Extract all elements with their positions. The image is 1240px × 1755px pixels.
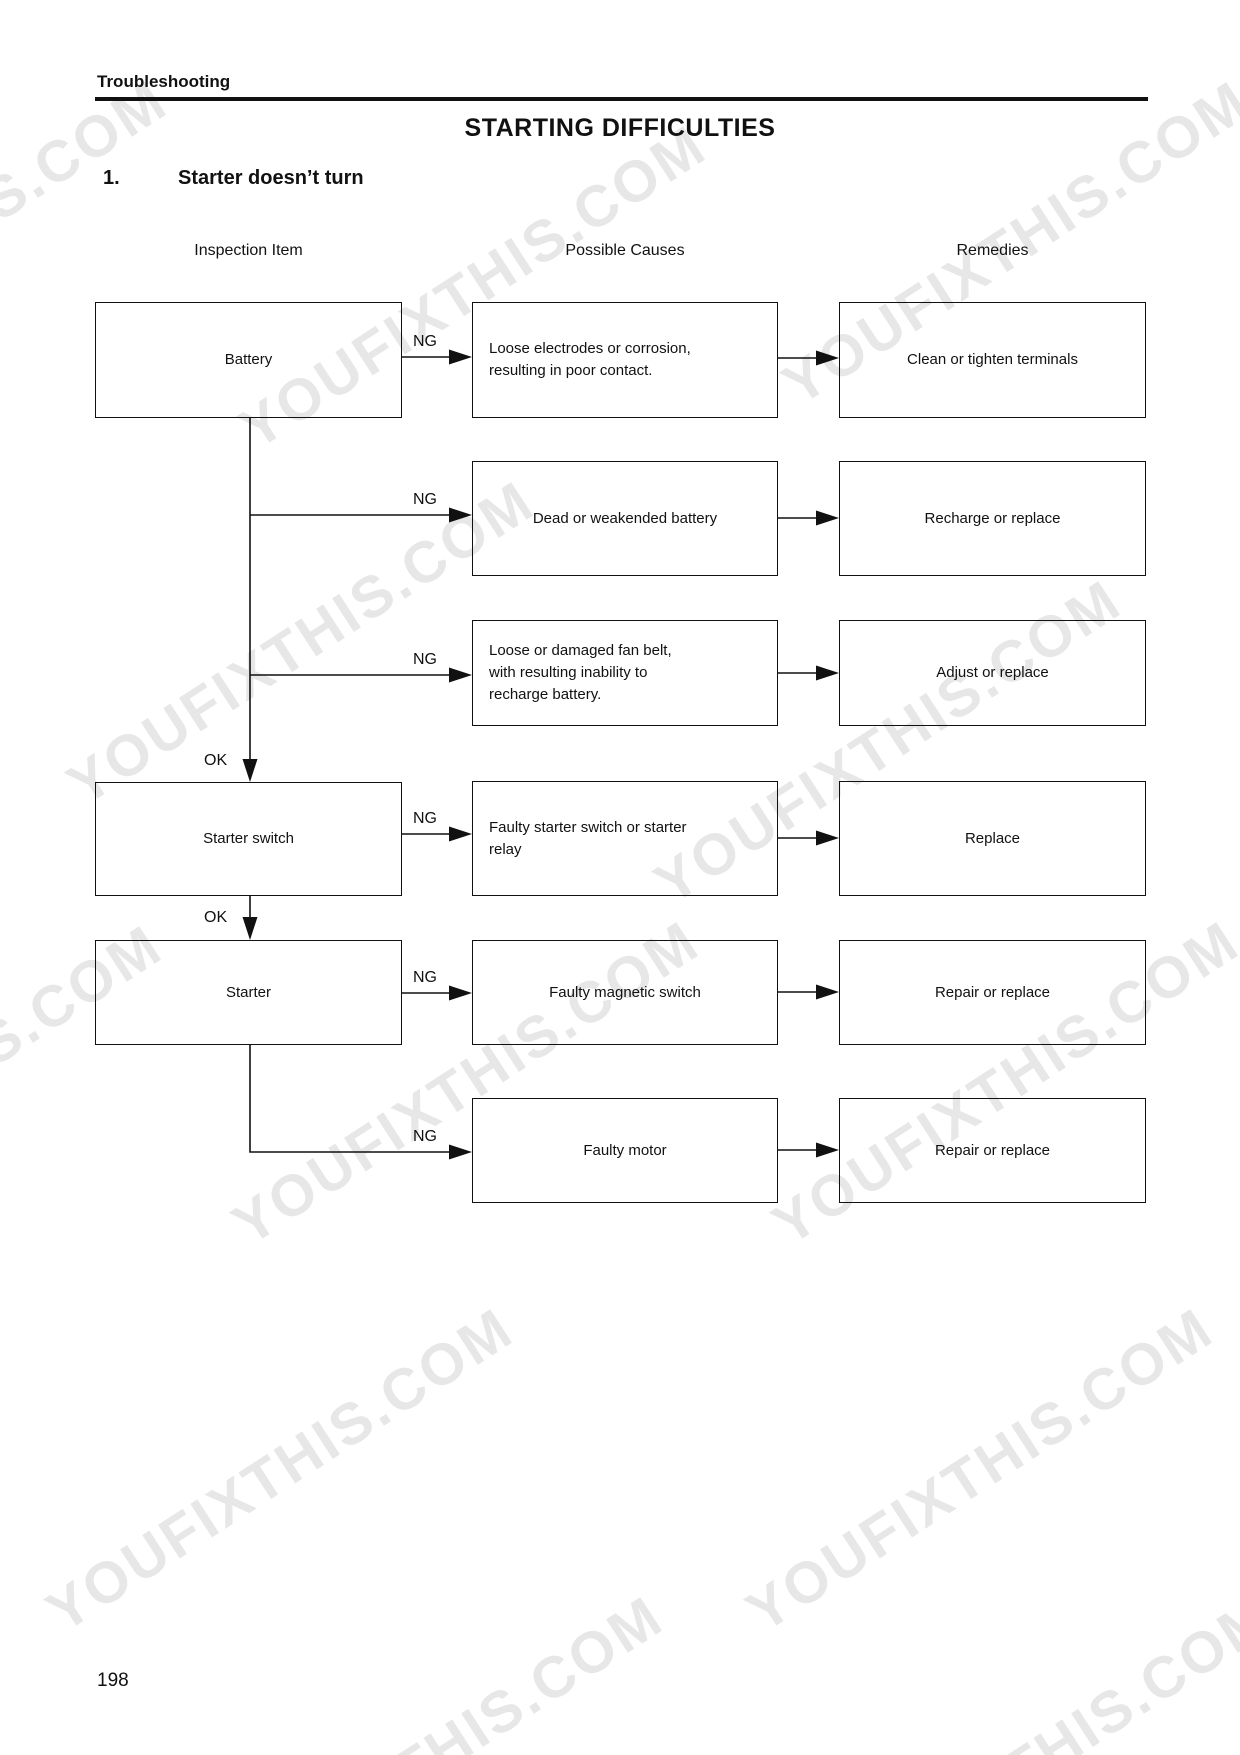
column-header-inspection: Inspection Item [194,242,303,259]
ng-label-3: NG [413,651,437,668]
ng-label-1: NG [413,333,437,350]
header-rule [95,97,1148,101]
flow-box-cause-4: Faulty starter switch or starter relay [472,781,778,896]
flow-box-remedy-2: Recharge or replace [839,461,1146,576]
flow-box-remedy-5: Repair or replace [839,940,1146,1045]
flow-box-cause-3: Loose or damaged fan belt, with resultin… [472,620,778,726]
flow-box-remedy-1: Clean or tighten terminals [839,302,1146,418]
flow-box-cause-1: Loose electrodes or corrosion, resulting… [472,302,778,418]
ng-label-2: NG [413,491,437,508]
ok-label-2: OK [204,909,228,926]
ng-label-4: NG [413,810,437,827]
ng-label-5: NG [413,969,437,986]
ok-label-1: OK [204,752,228,769]
flow-box-remedy-3: Adjust or replace [839,620,1146,726]
flow-box-battery: Battery [95,302,402,418]
flow-box-remedy-4: Replace [839,781,1146,896]
flow-box-remedy-6: Repair or replace [839,1098,1146,1203]
section-heading: Starter doesn’t turn [178,167,364,189]
flow-box-starter: Starter [95,940,402,1045]
flow-box-cause-2: Dead or weakended battery [472,461,778,576]
ng-label-6: NG [413,1128,437,1145]
page-number: 198 [97,1670,129,1691]
column-header-causes: Possible Causes [565,242,685,259]
flow-box-starter-switch: Starter switch [95,782,402,896]
section-number: 1. [103,167,120,189]
flow-box-cause-5: Faulty magnetic switch [472,940,778,1045]
doc-title: STARTING DIFFICULTIES [464,114,776,142]
flow-box-cause-6: Faulty motor [472,1098,778,1203]
page-header: Troubleshooting [97,72,231,91]
column-header-remedies: Remedies [956,242,1029,259]
